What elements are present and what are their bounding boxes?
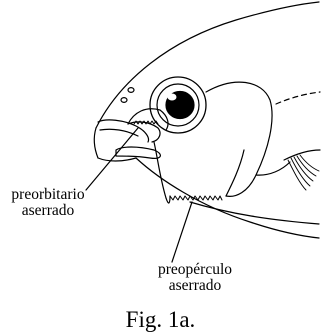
branchiostegal-line [190, 202, 319, 224]
preopercle-outline [206, 82, 272, 196]
lower-lip [116, 147, 160, 158]
figure-caption: Fig. 1a. [0, 307, 321, 333]
eye-highlight [168, 94, 177, 101]
label-preorbitario-line1: preorbitario [4, 187, 92, 203]
throat-outline [136, 158, 319, 238]
snout-outline [94, 128, 98, 158]
leader-preoperculo [172, 202, 192, 262]
label-preorbitario-line2: aserrado [4, 203, 92, 219]
preopercle-vertical [154, 142, 166, 198]
nostril-lower [121, 98, 127, 103]
pectoral-fin-rays [288, 155, 319, 190]
label-preorbitario: preorbitario aserrado [4, 187, 92, 219]
lateral-line [276, 92, 320, 104]
preopercle-lower-corner [166, 196, 170, 203]
label-preoperculo-line1: preopérculo [147, 262, 243, 278]
preopercle-right-edge [226, 150, 244, 196]
label-preoperculo: preopérculo aserrado [147, 262, 243, 294]
label-preoperculo-line2: aserrado [147, 278, 243, 294]
nostril-upper [128, 88, 134, 93]
pectoral-fin-base [284, 150, 320, 160]
lower-jaw-tip [98, 158, 136, 161]
dorsal-profile [96, 2, 319, 128]
